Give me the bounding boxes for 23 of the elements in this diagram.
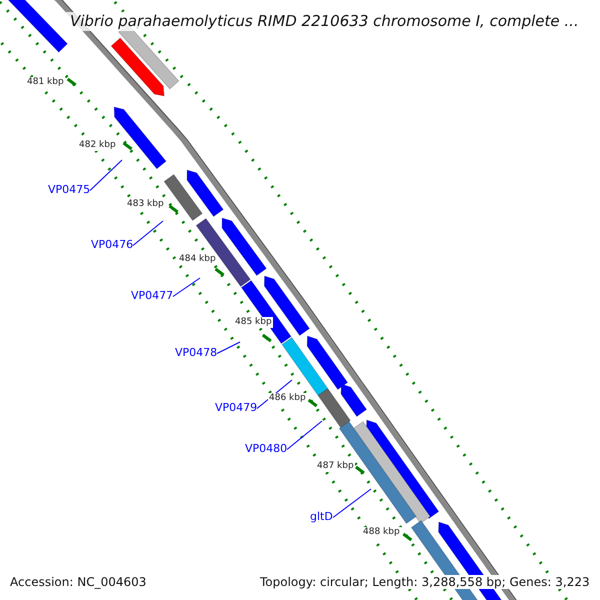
gene-label: gltD [310, 511, 333, 522]
gene-label: VP0475 [48, 184, 90, 195]
leader-line [90, 160, 122, 191]
info-text: Accession: NC_004603 [8, 575, 148, 589]
leader-line [216, 342, 240, 354]
leader-line [172, 278, 200, 297]
gene-label: VP0477 [131, 290, 174, 301]
gene-label: VP0480 [245, 443, 288, 454]
position-label: 487 kbp [316, 461, 355, 472]
position-label: 488 kbp [362, 527, 401, 538]
leader-line [132, 220, 164, 246]
leader-line [286, 420, 322, 450]
position-label: 484 kbp [178, 254, 217, 265]
position-label: 482 kbp [78, 140, 117, 151]
gene-label: VP0478 [175, 347, 218, 358]
gene-label: VP0476 [91, 239, 134, 250]
leader-line [332, 488, 372, 518]
position-label: 481 kbp [26, 77, 65, 88]
position-label: 485 kbp [234, 317, 273, 328]
gene-label: VP0479 [215, 402, 258, 413]
position-label: 486 kbp [268, 393, 307, 404]
info-text: Topology: circular; Length: 3,288,558 bp; Genes: 3,223 [258, 575, 592, 589]
position-label: 483 kbp [126, 199, 165, 210]
